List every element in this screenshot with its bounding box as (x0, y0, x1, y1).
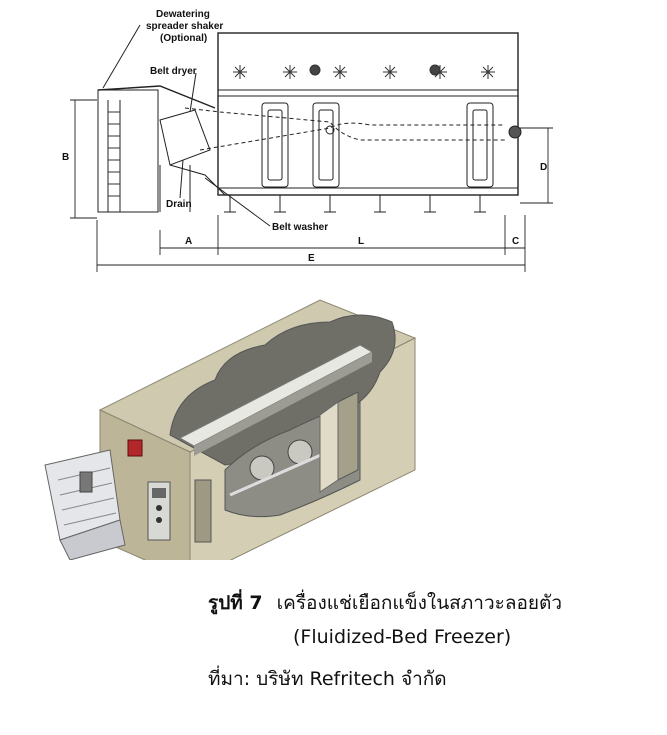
label-shaker-line3: (Optional) (160, 33, 207, 44)
dim-label-d: D (540, 162, 547, 173)
side-view-drawing (70, 24, 553, 272)
fan-icons (233, 64, 495, 79)
caption-title-line: รูปที่ 7 เครื่องแช่เยือกแข็งในสภาวะลอยตัว (208, 588, 562, 618)
dim-label-c: C (512, 236, 519, 247)
figure-subtitle: (Fluidized-Bed Freezer) (293, 626, 512, 648)
dim-label-e: E (308, 253, 315, 264)
dim-label-b: B (62, 152, 69, 163)
figure-label: รูปที่ 7 (208, 592, 263, 614)
label-belt-washer: Belt washer (272, 222, 328, 233)
label-drain: Drain (166, 199, 192, 210)
freezer-3d-rendering (44, 299, 417, 560)
figure-source: ที่มา: บริษัท Refritech จำกัด (208, 668, 447, 690)
label-belt-dryer: Belt dryer (150, 66, 197, 77)
dim-label-a: A (185, 236, 192, 247)
label-shaker-line1: Dewatering (156, 9, 210, 20)
dim-label-l: L (358, 236, 364, 247)
label-shaker-line2: spreader shaker (146, 21, 223, 32)
fluidized-bed-freezer-figure: Dewatering spreader shaker (Optional) Be… (44, 9, 553, 560)
figure-title: เครื่องแช่เยือกแข็งในสภาวะลอยตัว (276, 592, 563, 614)
